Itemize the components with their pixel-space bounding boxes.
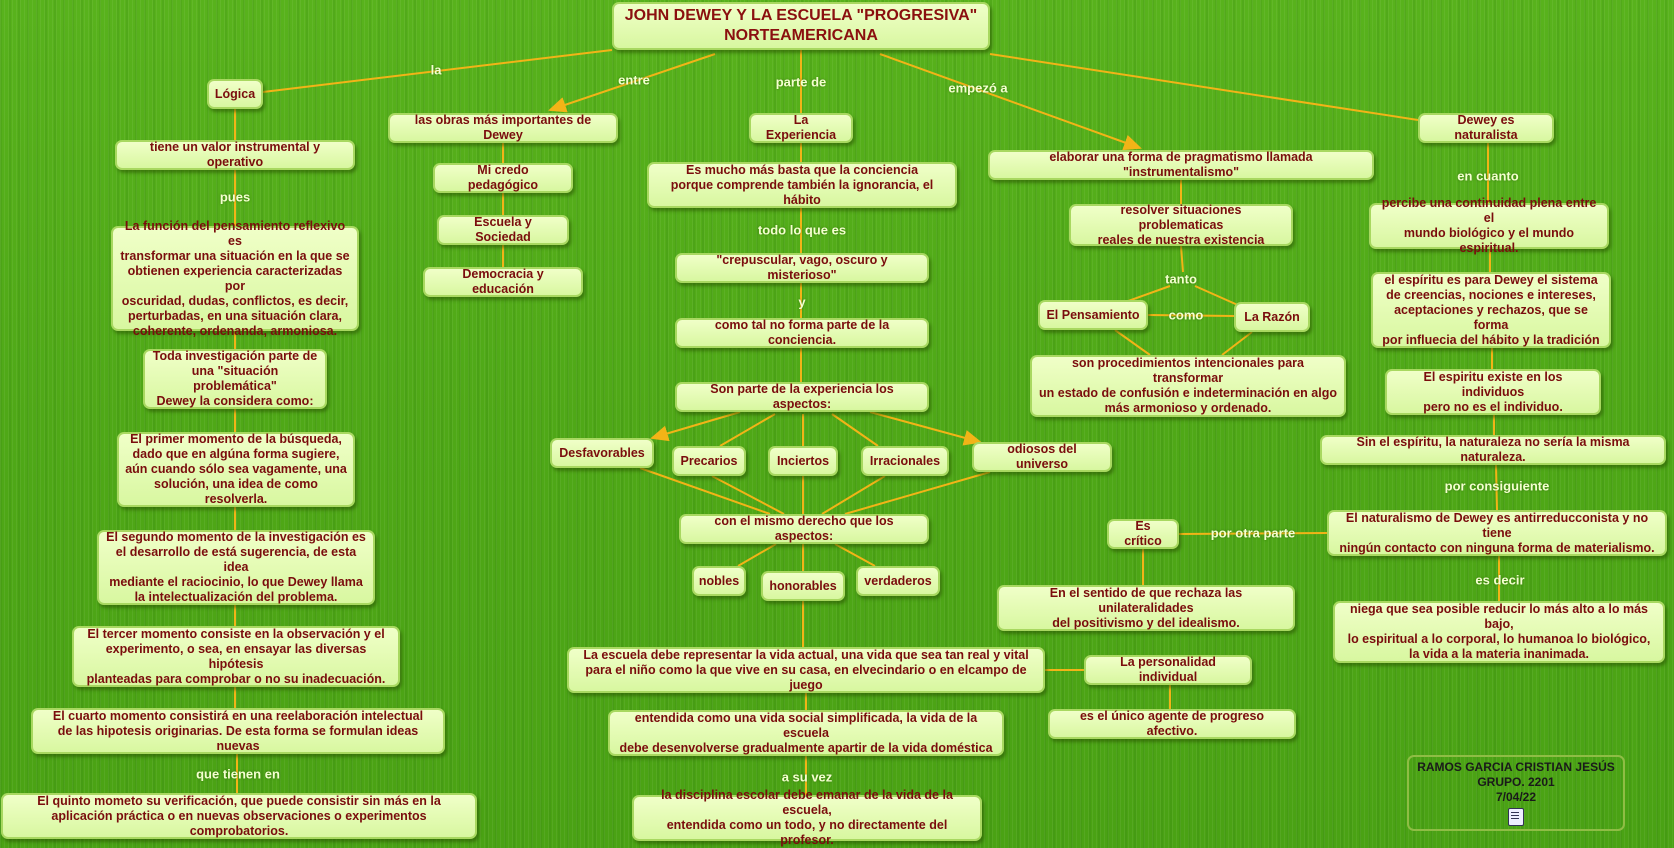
author-name: RAMOS GARCIA CRISTIAN JESÚS: [1417, 760, 1615, 774]
node-agente[interactable]: es el único agente de progreso afectivo.: [1048, 709, 1296, 739]
author-group: GRUPO. 2201: [1477, 775, 1555, 789]
node-mismo-derecho[interactable]: con el mismo derecho que los aspectos:: [679, 514, 929, 544]
node-sin-espiritu[interactable]: Sin el espíritu, la naturaleza no sería …: [1320, 435, 1666, 465]
node-credo[interactable]: Mi credo pedagógico: [433, 163, 573, 193]
node-escuela-vida[interactable]: La escuela debe representar la vida actu…: [567, 647, 1045, 693]
label-por-consiguiente: por consiguiente: [1444, 478, 1550, 494]
document-icon[interactable]: [1508, 808, 1524, 826]
label-parte-de: parte de: [775, 74, 827, 90]
node-pensamiento[interactable]: El Pensamiento: [1038, 300, 1148, 330]
node-valor[interactable]: tiene un valor instrumental y operativo: [115, 140, 355, 170]
node-naturalista[interactable]: Dewey es naturalista: [1418, 113, 1554, 143]
label-la: la: [430, 62, 442, 78]
label-y: y: [798, 294, 806, 310]
line-aspectos-irracionales: [831, 413, 879, 447]
node-percibe[interactable]: percibe una continuidad plena entre el m…: [1369, 196, 1609, 255]
line-title-logica: [262, 49, 613, 93]
node-espiritu-sistema[interactable]: el espíritu es para Dewey el sistema de …: [1371, 272, 1611, 348]
node-honorables[interactable]: honorables: [761, 571, 845, 601]
label-a-su-vez: a su vez: [781, 769, 833, 785]
node-crepuscular[interactable]: "crepuscular, vago, oscuro y misterioso": [675, 253, 929, 283]
node-razon[interactable]: La Razón: [1234, 302, 1310, 332]
label-en-cuanto: en cuanto: [1457, 168, 1519, 184]
line-tanto-razon: [1194, 285, 1241, 307]
node-odiosos[interactable]: odiosos del universo: [972, 442, 1112, 472]
line-resolver-tanto: [1180, 245, 1184, 273]
label-empezo-a: empezó a: [948, 80, 1008, 96]
node-aspectos[interactable]: Son parte de la experiencia los aspectos…: [675, 382, 929, 412]
line-razon-proc: [1221, 331, 1253, 356]
node-desfavorables[interactable]: Desfavorables: [550, 438, 654, 468]
node-inciertos[interactable]: Inciertos: [768, 446, 838, 476]
line-title-obras: [548, 53, 716, 113]
node-procedimientos[interactable]: son procedimientos intencionales para tr…: [1030, 355, 1346, 417]
line-sin-naturalismo: [1495, 464, 1498, 511]
node-sentido[interactable]: En el sentido de que rechaza las unilate…: [997, 585, 1295, 631]
line-aspectos-odiosos: [869, 411, 982, 446]
label-es-decir: es decir: [1475, 572, 1525, 588]
label-tanto: tanto: [1165, 271, 1197, 287]
line-mismo-nobles: [737, 543, 777, 567]
node-naturalismo[interactable]: El naturalismo de Dewey es antirreduccon…: [1327, 510, 1667, 556]
line-aspectos-precarios: [719, 413, 776, 447]
node-segundo-momento[interactable]: El segundo momento de la investigación e…: [97, 530, 375, 605]
node-personalidad[interactable]: La personalidad individual: [1084, 655, 1252, 685]
node-precarios[interactable]: Precarios: [672, 446, 746, 476]
line-desfavorables-mismo: [639, 467, 771, 515]
node-irracionales[interactable]: Irracionales: [861, 446, 949, 476]
node-funcion[interactable]: La función del pensamiento reflexivo es …: [111, 219, 359, 338]
label-por-otra-parte: por otra parte: [1210, 525, 1296, 541]
node-cuarto-momento[interactable]: El cuarto momento consistirá en una reel…: [31, 708, 445, 754]
node-disciplina[interactable]: la disciplina escolar debe emanar de la …: [632, 788, 982, 847]
line-aspectos-desfavorables: [650, 411, 741, 442]
node-verdaderos[interactable]: verdaderos: [856, 566, 940, 596]
node-toda-investigacion[interactable]: Toda investigación parte de una "situaci…: [143, 349, 327, 409]
node-tercer-momento[interactable]: El tercer momento consiste en la observa…: [72, 626, 400, 687]
author-date: 7/04/22: [1495, 790, 1537, 804]
node-entendida[interactable]: entendida como una vida social simplific…: [608, 710, 1004, 756]
line-title-naturalista: [989, 53, 1419, 121]
node-pragmatismo[interactable]: elaborar una forma de pragmatismo llamad…: [988, 150, 1374, 180]
node-experiencia[interactable]: La Experiencia: [749, 113, 853, 143]
line-irracionales-mismo: [821, 475, 886, 515]
node-niega[interactable]: niega que sea posible reducir lo más alt…: [1333, 601, 1665, 663]
label-como: como: [1168, 307, 1204, 323]
label-que-tienen-en: que tienen en: [196, 766, 280, 782]
label-pues: pues: [219, 189, 251, 205]
node-primer-momento[interactable]: El primer momento de la búsqueda, dado q…: [117, 432, 355, 507]
node-obras[interactable]: las obras más importantes de Dewey: [388, 113, 618, 143]
author-box: RAMOS GARCIA CRISTIAN JESÚS GRUPO. 2201 …: [1407, 755, 1625, 831]
line-pensamiento-razon: [1147, 314, 1235, 317]
node-nobles[interactable]: nobles: [692, 566, 746, 596]
node-critico[interactable]: Es crítico: [1107, 519, 1179, 549]
node-quinto-momento[interactable]: El quinto mometo su verificación, que pu…: [1, 793, 477, 839]
line-mismo-verdaderos: [834, 543, 876, 567]
line-title-pragmatismo: [879, 53, 1142, 151]
node-espiritu-existe[interactable]: El espiritu existe en los individuos per…: [1385, 369, 1601, 415]
node-como-tal[interactable]: como tal no forma parte de la conciencia…: [675, 318, 929, 348]
node-logica[interactable]: Lógica: [207, 79, 263, 109]
node-democracia[interactable]: Democracia y educación: [423, 267, 583, 297]
line-odiosos-mismo: [844, 471, 991, 515]
node-escuela-sociedad[interactable]: Escuela y Sociedad: [437, 215, 569, 245]
line-pensamiento-proc: [1114, 329, 1151, 356]
label-entre: entre: [618, 72, 650, 88]
line-critico-naturalismo: [1178, 532, 1328, 535]
label-todo-lo-que-es: todo lo que es: [757, 222, 847, 238]
node-basta[interactable]: Es mucho más basta que la conciencia por…: [647, 162, 957, 208]
title-node[interactable]: JOHN DEWEY Y LA ESCUELA "PROGRESIVA" NOR…: [612, 2, 990, 50]
line-precarios-mismo: [711, 475, 785, 515]
node-resolver[interactable]: resolver situaciones problematicas reale…: [1069, 203, 1293, 247]
